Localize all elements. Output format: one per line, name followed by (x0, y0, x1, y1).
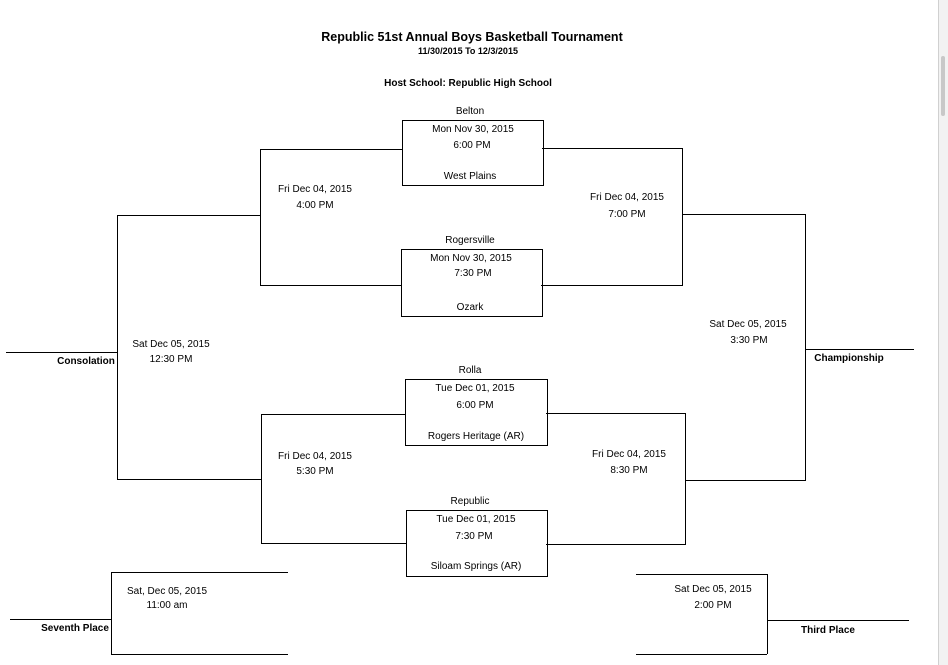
game1-team-top: Belton (455, 106, 485, 117)
cons-final-bottom-line (117, 479, 261, 480)
game2-team-top: Rogersville (445, 235, 495, 246)
champ-time: 3:30 PM (730, 335, 768, 346)
cons-final-top-line (117, 215, 260, 216)
champ-vertical (805, 214, 806, 480)
win-semi1-time: 7:00 PM (608, 209, 646, 220)
win-semi2-top-line (546, 413, 686, 414)
cons-semi1-date: Fri Dec 04, 2015 (278, 184, 352, 195)
third-vertical (767, 574, 768, 654)
seventh-place-label: Seventh Place (41, 623, 109, 634)
game4-time: 7:30 PM (455, 531, 493, 542)
consolation-result-line (6, 352, 117, 353)
win-semi1-top-line (542, 148, 683, 149)
game1-team-bottom: West Plains (443, 171, 497, 182)
seventh-bottom-line (111, 654, 288, 655)
seventh-vertical (111, 572, 112, 654)
game3-date: Tue Dec 01, 2015 (435, 383, 515, 394)
game3-time: 6:00 PM (456, 400, 494, 411)
game3-box (405, 379, 548, 446)
scrollbar-thumb[interactable] (941, 56, 945, 116)
game3-team-bottom: Rogers Heritage (AR) (427, 431, 525, 442)
cons-semi2-vertical (261, 414, 262, 543)
game2-box (401, 249, 543, 317)
game2-date: Mon Nov 30, 2015 (430, 253, 512, 264)
game4-team-top: Republic (450, 496, 490, 507)
tournament-dates: 11/30/2015 To 12/3/2015 (418, 46, 518, 56)
win-semi2-date: Fri Dec 04, 2015 (592, 449, 666, 460)
third-place-label: Third Place (801, 625, 855, 636)
win-semi1-date: Fri Dec 04, 2015 (590, 192, 664, 203)
third-result-line (767, 620, 909, 621)
cons-final-date: Sat Dec 05, 2015 (132, 339, 210, 350)
cons-final-vertical (117, 215, 118, 479)
cons-semi1-time: 4:00 PM (296, 200, 334, 211)
game1-time: 6:00 PM (453, 140, 491, 151)
game2-time: 7:30 PM (454, 268, 492, 279)
game4-date: Tue Dec 01, 2015 (436, 514, 516, 525)
game4-team-bottom: Siloam Springs (AR) (430, 561, 522, 572)
game1-box (402, 120, 544, 186)
win-semi2-vertical (685, 413, 686, 544)
cons-semi1-bottom-line (260, 285, 401, 286)
seventh-time: 11:00 am (146, 600, 188, 611)
host-school: Host School: Republic High School (384, 78, 552, 89)
game4-box (406, 510, 548, 577)
cons-semi1-top-line (260, 149, 402, 150)
seventh-top-line (111, 572, 288, 573)
cons-semi2-time: 5:30 PM (296, 466, 334, 477)
page-title: Republic 51st Annual Boys Basketball Tou… (321, 30, 623, 44)
seventh-result-line (10, 619, 111, 620)
win-semi2-bottom-line (546, 544, 686, 545)
champ-top-line (683, 214, 805, 215)
cons-semi1-vertical (260, 149, 261, 285)
championship-result-line (805, 349, 914, 350)
consolation-label: Consolation (57, 356, 115, 367)
third-time: 2:00 PM (694, 600, 732, 611)
cons-semi2-bottom-line (261, 543, 406, 544)
seventh-date: Sat, Dec 05, 2015 (126, 586, 208, 597)
championship-label: Championship (814, 353, 884, 364)
third-bottom-line (636, 654, 767, 655)
cons-final-time: 12:30 PM (149, 354, 193, 365)
cons-semi2-top-line (261, 414, 405, 415)
third-date: Sat Dec 05, 2015 (674, 584, 752, 595)
vertical-scrollbar[interactable] (938, 0, 948, 665)
game1-date: Mon Nov 30, 2015 (432, 124, 514, 135)
win-semi2-time: 8:30 PM (610, 465, 648, 476)
game3-team-top: Rolla (458, 365, 482, 376)
win-semi1-bottom-line (541, 285, 683, 286)
cons-semi2-date: Fri Dec 04, 2015 (278, 451, 352, 462)
game2-team-bottom: Ozark (456, 302, 484, 313)
champ-date: Sat Dec 05, 2015 (709, 319, 787, 330)
champ-bottom-line (686, 480, 806, 481)
third-top-line (636, 574, 767, 575)
win-semi1-vertical (682, 148, 683, 285)
